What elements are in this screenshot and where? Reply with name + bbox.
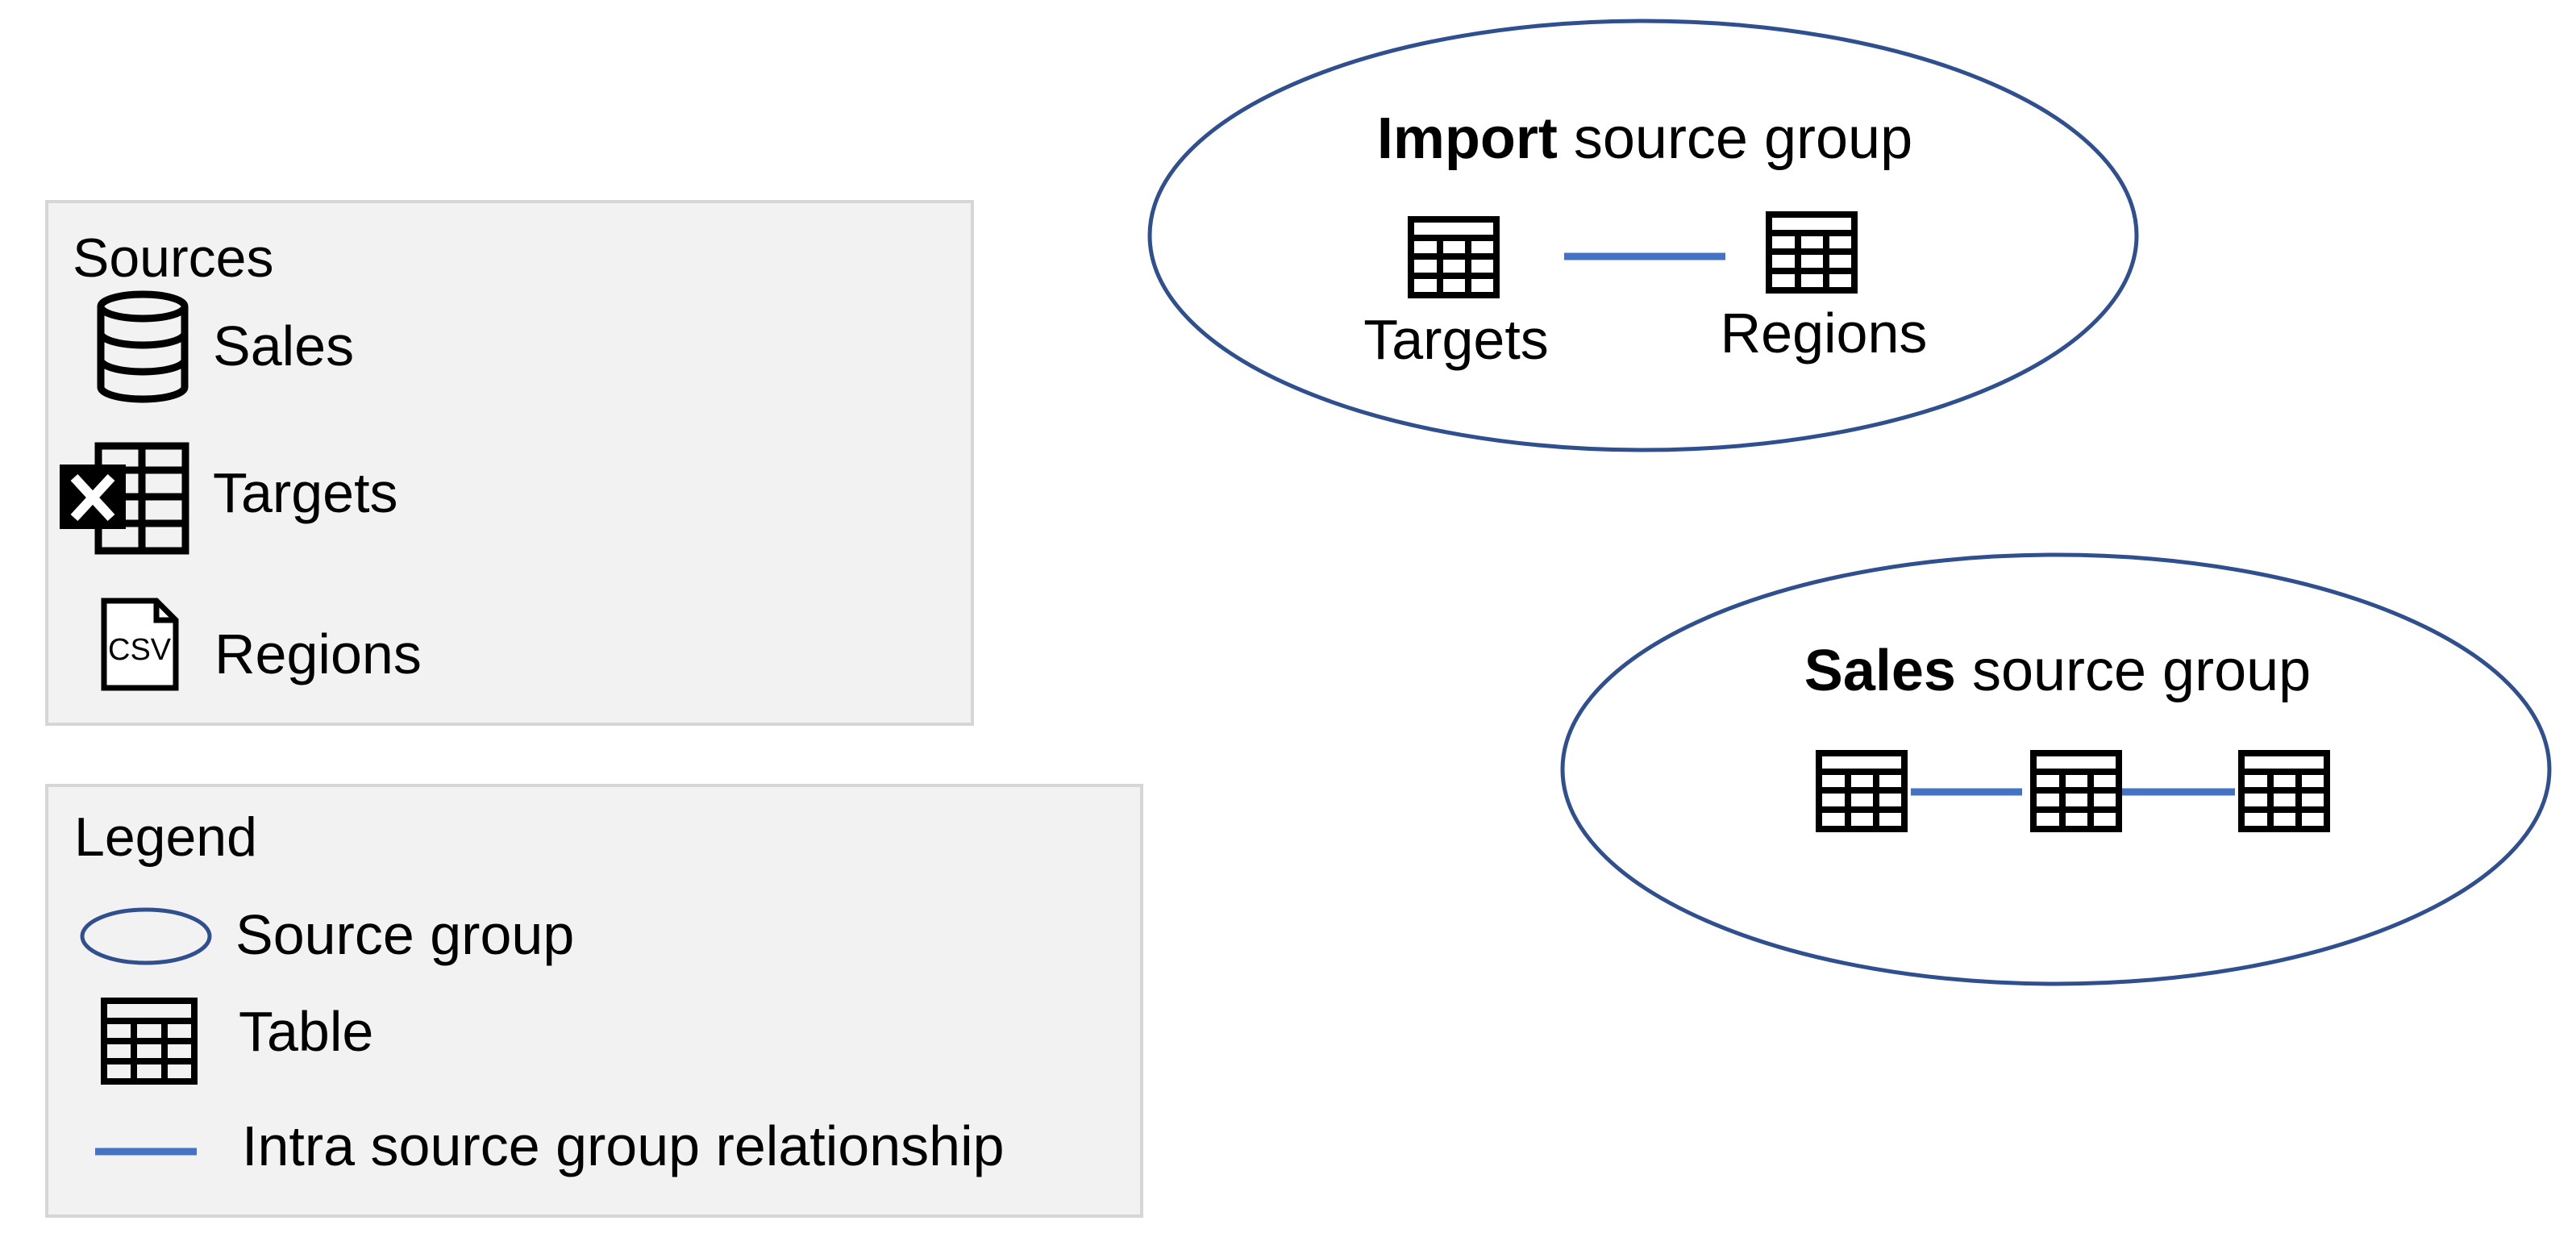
sales-source-group-title: Sales source group	[1804, 642, 2311, 700]
sales-table-icon-1	[1819, 753, 1904, 829]
sales-table-icon-2	[2033, 753, 2119, 829]
source-regions-label: Regions	[214, 623, 422, 685]
import-title-bold: Import	[1376, 106, 1558, 171]
csv-file-icon: CSV	[101, 598, 179, 691]
import-targets-table-icon	[1411, 219, 1496, 295]
import-source-group-title: Import source group	[1377, 110, 1912, 168]
source-sales-label: Sales	[213, 315, 355, 377]
sales-title-bold: Sales	[1804, 639, 1956, 703]
sales-table-icon-3	[2241, 753, 2327, 829]
line-icon	[95, 1148, 197, 1156]
excel-icon	[60, 442, 189, 555]
import-title-rest: source group	[1557, 106, 1913, 171]
legend-table-icon	[101, 998, 198, 1085]
legend-relationship-label: Intra source group relationship	[242, 1114, 1005, 1177]
csv-icon-text: CSV	[108, 633, 172, 667]
import-regions-table-icon	[1769, 215, 1854, 290]
sources-panel	[45, 200, 974, 726]
legend-panel-title: Legend	[74, 806, 257, 868]
legend-source-group-label: Source group	[235, 903, 575, 966]
import-regions-table-label: Regions	[1720, 302, 1928, 365]
sources-panel-title: Sources	[73, 227, 274, 289]
import-targets-table-label: Targets	[1363, 308, 1549, 371]
ellipse-icon	[80, 907, 212, 965]
legend-panel	[45, 784, 1143, 1218]
legend-table-label: Table	[239, 1000, 374, 1063]
database-icon	[97, 290, 189, 403]
sales-source-group-ellipse	[1560, 552, 2552, 986]
sales-title-rest: source group	[1955, 639, 2312, 703]
source-targets-label: Targets	[213, 461, 398, 524]
import-source-group-ellipse	[1147, 19, 2139, 452]
